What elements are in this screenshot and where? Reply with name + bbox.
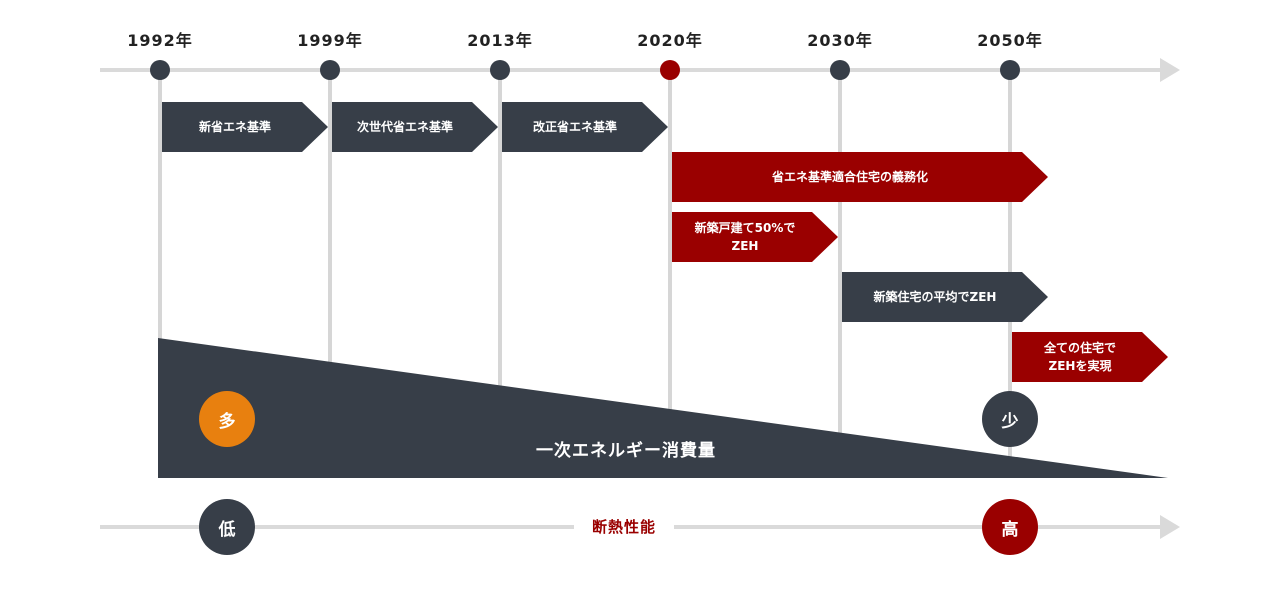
- policy-label: 省エネ基準適合住宅の義務化: [771, 170, 928, 184]
- year-label-2013: 2013年: [467, 31, 533, 50]
- year-dot-2020: [660, 60, 680, 80]
- timeline-track: [100, 68, 1162, 72]
- year-label-1999: 1999年: [297, 31, 363, 50]
- year-dot-2050: [1000, 60, 1020, 80]
- year-dot-2030: [830, 60, 850, 80]
- policy-label-line2: ZEHを実現: [1048, 359, 1112, 373]
- year-line-2030: [838, 70, 842, 434]
- energy-high-circle: 多: [199, 391, 255, 447]
- policy-arrow-zeh-all-houses: 全ての住宅で ZEHを実現: [1012, 332, 1168, 382]
- standard-label: 改正省エネ基準: [532, 120, 617, 134]
- energy-consumption-label: 一次エネルギー消費量: [536, 441, 716, 461]
- insulation-label: 断熱性能: [574, 516, 675, 537]
- year-line-1999: [328, 70, 332, 362]
- year-label-2030: 2030年: [807, 31, 873, 50]
- insulation-low-circle: 低: [199, 499, 255, 555]
- year-line-1992: [158, 70, 162, 340]
- year-dot-1992: [150, 60, 170, 80]
- year-label-2050: 2050年: [977, 31, 1043, 50]
- policy-label-line1: 全ての住宅で: [1043, 341, 1116, 355]
- year-dot-1999: [320, 60, 340, 80]
- standard-arrow-new-energy-saving: 新省エネ基準: [162, 102, 328, 152]
- policy-arrow-zeh-50-percent: 新築戸建て50%で ZEH: [672, 212, 838, 262]
- policy-arrow-zeh-average: 新築住宅の平均でZEH: [842, 272, 1048, 322]
- timeline-arrowhead: [1160, 58, 1180, 82]
- standard-arrow-revised: 改正省エネ基準: [502, 102, 668, 152]
- insulation-high-circle: 高: [982, 499, 1038, 555]
- standard-label: 新省エネ基準: [198, 120, 271, 134]
- year-line-2020: [668, 70, 672, 410]
- policy-label-line1: 新築戸建て50%で: [694, 221, 796, 235]
- year-line-2013: [498, 70, 502, 386]
- policy-arrow-mandatory-compliance: 省エネ基準適合住宅の義務化: [672, 152, 1048, 202]
- insulation-arrowhead: [1160, 515, 1180, 539]
- year-line-2050: [1008, 70, 1012, 458]
- policy-label-line2: ZEH: [731, 239, 759, 253]
- standard-label: 次世代省エネ基準: [356, 120, 453, 134]
- year-label-1992: 1992年: [127, 31, 193, 50]
- policy-label: 新築住宅の平均でZEH: [873, 290, 997, 304]
- standard-arrow-next-generation: 次世代省エネ基準: [332, 102, 498, 152]
- year-dot-2013: [490, 60, 510, 80]
- year-label-2020: 2020年: [637, 31, 703, 50]
- energy-low-circle: 少: [982, 391, 1038, 447]
